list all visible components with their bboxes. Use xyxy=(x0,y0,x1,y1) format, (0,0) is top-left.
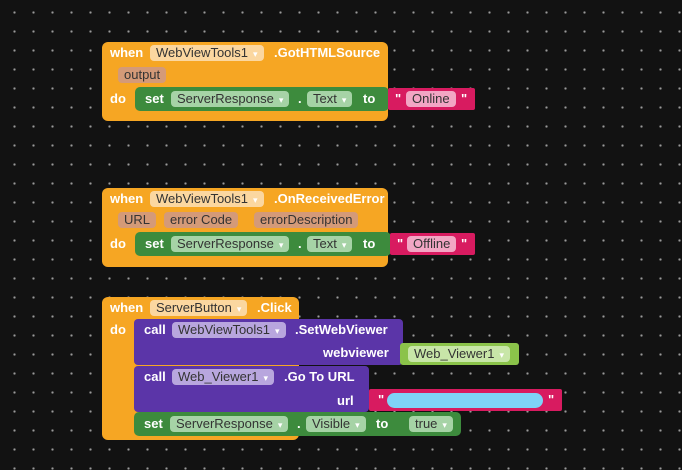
event-name: .Click xyxy=(257,300,292,315)
quote: " xyxy=(548,392,555,407)
call-label: call xyxy=(144,369,166,384)
component-dropdown[interactable]: WebViewTools1▾ xyxy=(150,45,264,61)
quote: " xyxy=(395,91,402,106)
do-label: do xyxy=(110,322,126,337)
arg-label: url xyxy=(337,393,354,408)
property-dropdown[interactable]: Text▾ xyxy=(307,91,353,107)
to-label: to xyxy=(363,91,376,106)
param-error-description[interactable]: errorDescription xyxy=(254,212,359,228)
component-dropdown[interactable]: WebViewTools1▾ xyxy=(172,322,286,338)
redacted-url-value[interactable] xyxy=(387,393,543,408)
method-name: .Go To URL xyxy=(284,369,355,384)
target-dropdown[interactable]: ServerResponse▾ xyxy=(171,91,290,107)
web-viewer-dropdown[interactable]: Web_Viewer1▾ xyxy=(408,346,510,362)
set-label: set xyxy=(145,91,164,106)
quote: " xyxy=(461,236,468,251)
dot: . xyxy=(298,236,302,251)
property-dropdown[interactable]: Visible▾ xyxy=(306,416,366,432)
call-label: call xyxy=(144,322,166,337)
property-dropdown[interactable]: Text▾ xyxy=(307,236,353,252)
set-label: set xyxy=(144,416,163,431)
when-label: when xyxy=(110,45,144,60)
event-name: .OnReceivedError xyxy=(274,191,385,206)
dot: . xyxy=(297,416,301,431)
target-dropdown[interactable]: ServerResponse▾ xyxy=(171,236,290,252)
component-dropdown[interactable]: Web_Viewer1▾ xyxy=(172,369,274,385)
when-label: when xyxy=(110,191,144,206)
method-name: .SetWebViewer xyxy=(295,322,388,337)
component-dropdown[interactable]: ServerButton▾ xyxy=(150,300,248,316)
string-value[interactable]: Online xyxy=(406,91,456,107)
when-label: when xyxy=(110,300,144,315)
component-dropdown[interactable]: WebViewTools1▾ xyxy=(150,191,264,207)
do-label: do xyxy=(110,236,126,251)
param-output[interactable]: output xyxy=(118,67,167,83)
boolean-dropdown[interactable]: true▾ xyxy=(409,416,453,432)
string-value[interactable]: Offline xyxy=(407,236,457,252)
param-error-code[interactable]: error Code xyxy=(164,212,239,228)
to-label: to xyxy=(376,416,389,431)
quote: " xyxy=(461,91,468,106)
do-label: do xyxy=(110,91,126,106)
set-label: set xyxy=(145,236,164,251)
arg-label: webviewer xyxy=(323,345,389,360)
dot: . xyxy=(298,91,302,106)
quote: " xyxy=(397,236,404,251)
to-label: to xyxy=(363,236,376,251)
target-dropdown[interactable]: ServerResponse▾ xyxy=(170,416,289,432)
event-name: .GotHTMLSource xyxy=(274,45,381,60)
quote: " xyxy=(378,392,385,407)
param-url[interactable]: URL xyxy=(118,212,157,228)
